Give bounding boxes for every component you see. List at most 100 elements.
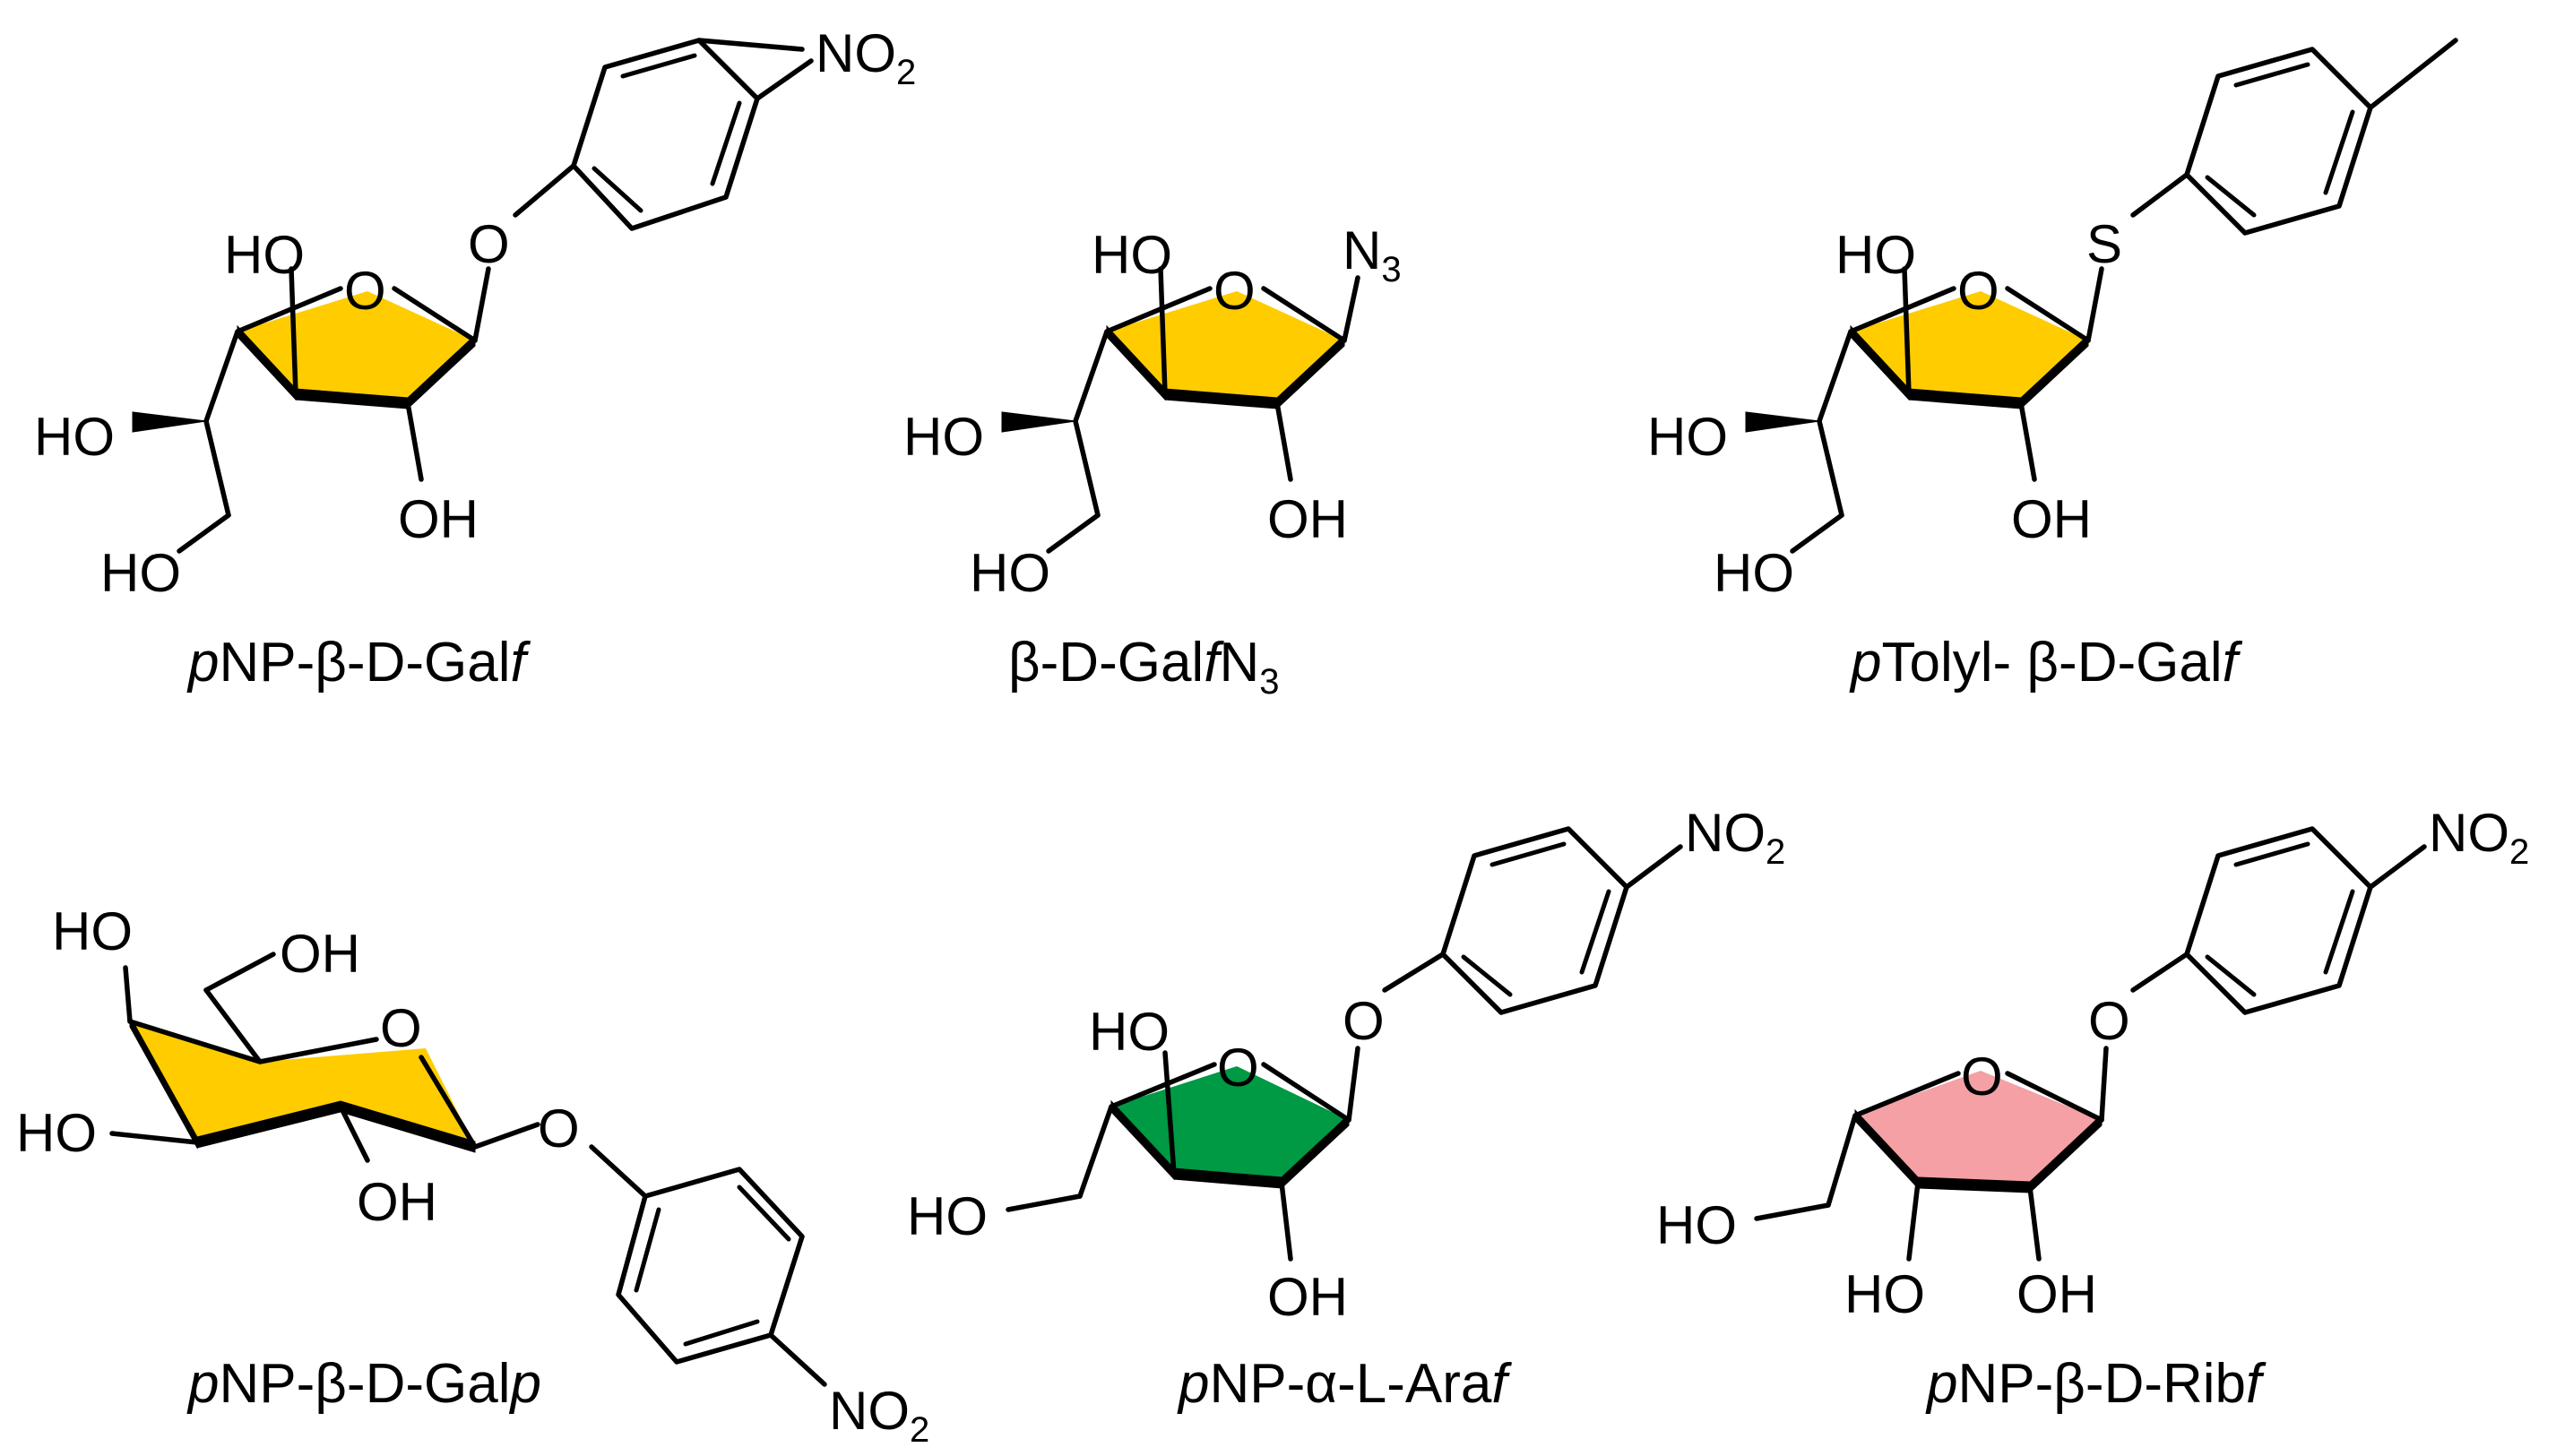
bond [405, 401, 424, 482]
aromatic-double-bonds [1461, 954, 1513, 997]
nitrophenyl-ring [616, 1167, 805, 1365]
aromatic-double-bonds [2233, 841, 2310, 867]
ring-bonds [1261, 286, 1347, 343]
ring-oxygen: O [344, 261, 386, 321]
bond [203, 418, 231, 518]
aromatic-double-bonds [2323, 109, 2355, 195]
bond [177, 513, 231, 554]
ring-bonds [1104, 286, 1213, 334]
bond [1624, 844, 1683, 890]
bond [2130, 952, 2189, 993]
aromatic-double-bonds [592, 166, 643, 213]
aromatic-double-bonds [2323, 889, 2355, 975]
bond [203, 952, 276, 993]
nitro-group-label: NO2 [1685, 803, 1785, 872]
bond [203, 987, 263, 1064]
ring-oxygen: O [1213, 261, 1256, 321]
ring-bonds [2005, 1071, 2104, 1123]
bond [472, 266, 491, 343]
bond [589, 1144, 648, 1199]
aromatic-double-bonds [683, 1319, 760, 1347]
hydroxyl-label: OH [2011, 489, 2092, 549]
bond [1906, 1180, 1921, 1262]
bond [2027, 1185, 2042, 1262]
hydroxyl-label: HO [1089, 1002, 1170, 1062]
hydroxyl-label: OH [1267, 489, 1348, 549]
ring-bonds [1852, 1071, 1961, 1118]
ring-bonds [419, 1055, 478, 1150]
ring-bonds [1848, 286, 1956, 334]
bond [123, 965, 133, 1024]
hydroxyl-label: HO [34, 407, 115, 467]
thioether-sulfur: S [2086, 214, 2122, 274]
structure-pnp-beta-d-galp: O HO OH HO OH O NO2 pNP-β-D-Galp [16, 901, 929, 1450]
compound-caption: pNP-α-L-Araf [1177, 1353, 1512, 1415]
aromatic-double-bonds [1490, 841, 1567, 867]
bond [1077, 1104, 1114, 1199]
bond [1790, 513, 1844, 554]
bond [472, 1122, 540, 1150]
hydroxyl-label: HO [1844, 1264, 1925, 1324]
bond [1817, 329, 1853, 424]
compound-caption: β-D-GalfN3 [1008, 632, 1279, 702]
ring-oxygen: O [1217, 1038, 1259, 1098]
bond [109, 1131, 200, 1145]
compound-caption: pNP-β-D-Galp [186, 1353, 541, 1415]
glycosidic-oxygen: O [538, 1098, 580, 1159]
structure-pnp-beta-d-galf: O HO OH HO HO O NO2 pNP-β-D-Galf [34, 23, 916, 694]
hydroxyl-label: OH [398, 489, 479, 549]
furanose-ring-fill [1855, 1071, 2102, 1187]
bond [289, 266, 298, 397]
bond [2018, 401, 2037, 482]
ring-bonds [392, 286, 478, 343]
methyl-bond [2368, 38, 2458, 110]
bond [1073, 329, 1110, 424]
bond [203, 329, 240, 424]
ring-bonds [235, 286, 343, 334]
hydroxyl-label: OH [2016, 1264, 2097, 1324]
hydroxyl-label: HO [16, 1103, 97, 1163]
hydroxyl-label: HO [907, 1186, 988, 1246]
glycosidic-oxygen: O [2088, 991, 2130, 1051]
hydroxyl-label: OH [357, 1172, 437, 1232]
hydroxyl-label: OH [1267, 1267, 1348, 1327]
bond [2099, 1046, 2109, 1123]
nitro-group-label: NO2 [829, 1381, 929, 1450]
ring-oxygen: O [380, 998, 422, 1058]
bond [755, 58, 814, 101]
aromatic-double-bonds [634, 1207, 661, 1293]
ring-bonds [1109, 1062, 1217, 1109]
bond [1073, 418, 1101, 518]
aromatic-double-bonds [710, 100, 742, 186]
wedge-bond [1745, 411, 1820, 433]
glycosidic-oxygen: O [468, 214, 510, 274]
bond [696, 38, 805, 52]
compound-caption: pTolyl- β-D-Galf [1849, 632, 2243, 694]
hydroxyl-label: OH [280, 924, 360, 984]
aromatic-double-bonds [2233, 62, 2310, 88]
wedge-bond [1001, 411, 1076, 433]
structure-pnp-beta-d-ribf: O HO OH HO O NO2 pNP-β-D-Ribf [1656, 803, 2529, 1415]
bond [1162, 1050, 1177, 1176]
bond [1006, 1193, 1083, 1212]
nitro-group-label: NO2 [816, 23, 916, 92]
aromatic-double-bonds [2205, 175, 2257, 218]
bond [1158, 266, 1168, 397]
bond [1346, 1046, 1360, 1123]
hydroxyl-label: HO [1835, 225, 1916, 285]
aromatic-double-bonds [1579, 889, 1611, 975]
bond [768, 1332, 827, 1387]
hydroxyl-label: HO [1092, 225, 1172, 285]
hydroxyl-label: HO [1714, 543, 1794, 603]
ring-bonds [1261, 1062, 1351, 1123]
nitro-group-label: NO2 [2429, 803, 2529, 872]
bond [1902, 266, 1912, 397]
bond [2368, 844, 2427, 890]
bond [1817, 418, 1844, 518]
aromatic-double-bonds [2205, 954, 2257, 997]
ring-bonds [2005, 286, 2091, 343]
bond [338, 1104, 370, 1163]
hydroxyl-label: HO [52, 901, 133, 961]
bond [1046, 513, 1101, 554]
aromatic-double-bonds [737, 1185, 791, 1242]
